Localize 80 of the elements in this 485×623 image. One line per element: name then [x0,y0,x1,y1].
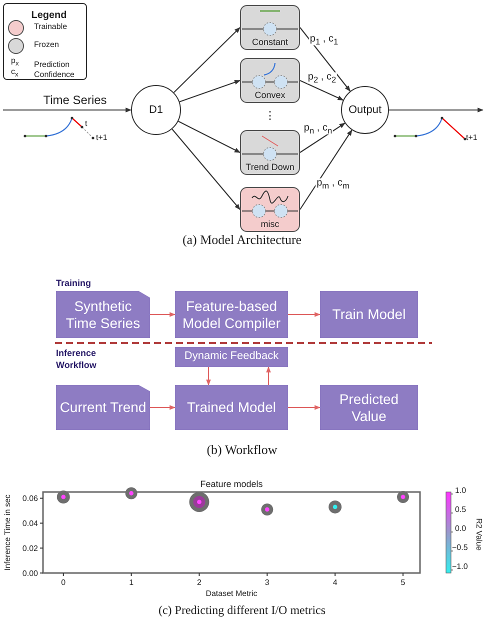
process-box [320,291,418,338]
caption: (c) Predicting different I/O metrics [158,604,326,618]
axis-title: Inference Time in sec [3,494,12,571]
node-label: Current Trend [58,399,148,416]
edge-label: p$_{1}$ , c$_{1}$ [308,34,340,46]
node-label: Constant [252,37,288,47]
node-label: Dynamic Feedback [183,350,280,364]
tick-label: 0 [61,578,66,587]
chart-title: Feature models [200,479,263,489]
arrow [300,130,352,210]
caption: (a) Model Architecture [182,233,302,248]
arrow [173,27,240,93]
arrow [288,405,321,410]
document-box [56,291,150,338]
edge-label: p$_{n}$ , c$_{n}$ [302,123,334,135]
model-box [240,5,300,50]
edge-label: p$_{2}$ , c$_{2}$ [306,72,338,84]
arrow [266,366,271,385]
tick-label: 2 [197,578,202,587]
arrow [389,108,484,112]
model-box [240,187,300,232]
tick-label: 0.06 [22,494,38,504]
tick-label: 4 [332,578,338,587]
node-label: Synthetic Time Series [64,298,142,332]
arrow [300,80,344,101]
node-label: Trend Down [246,162,294,172]
legend-label: Trainable [34,23,68,32]
arrow [172,128,240,210]
arrow [178,120,241,153]
axis-title: Dataset Metric [206,589,258,598]
model-box [240,130,300,175]
node-label: Convex [254,90,286,100]
node-label: Train Model [331,306,407,323]
process-box [320,385,418,430]
legend-label: Frozen [34,41,59,50]
process-box [175,347,288,367]
tick-label: 0.00 [22,569,38,578]
tick-label: 5 [400,578,406,587]
arrow [300,27,351,92]
document-box [56,385,150,430]
node-label: misc [260,219,280,229]
circle-node [341,86,389,134]
legend-symbol: c$_{x}$ [11,68,18,79]
ellipsis: ⋮ [264,110,276,122]
node-label: Trained Model [186,399,277,416]
edge-label: Time Series [42,94,108,106]
colorbar-label: R2 Value [474,518,482,551]
arrow [206,367,211,386]
section-label: Inference Workflow [56,348,98,372]
time-label: t+1 [96,134,108,143]
arrow [150,405,176,410]
arrow [179,80,241,102]
colorbar-tick-label: 1.0 [455,487,466,496]
tick-label: 1 [129,578,134,587]
colorbar-tick-label: 0.0 [455,525,466,534]
legend-title: Legend [31,10,67,21]
tick-label: 0.04 [22,519,38,528]
node-label: D1 [148,104,164,116]
process-box [175,385,288,430]
circle-node [131,85,181,135]
caption: (b) Workflow [206,443,278,458]
node-label: Feature-based Model Compiler [181,298,282,332]
arrow [3,108,132,112]
model-box [240,58,300,103]
arrow [300,122,346,153]
tick-label: 0.02 [22,544,38,554]
node-label: Output [348,104,382,116]
legend-symbol: p$_{x}$ [11,57,19,68]
colorbar-tick-label: −1.0 [452,563,468,572]
arrow [150,312,176,317]
tick-label: 3 [264,578,270,587]
arrow [288,312,321,317]
time-label: t [85,120,88,129]
time-label: t+1 [466,134,478,143]
colorbar-tick-label: 0.5 [455,506,466,515]
process-box [175,291,288,338]
node-label: Predicted Value [338,390,400,424]
edge-label: p$_{m}$ , c$_{m}$ [316,178,350,190]
legend-label: Prediction Confidence [34,60,76,80]
colorbar-tick-label: −0.5 [452,544,468,553]
